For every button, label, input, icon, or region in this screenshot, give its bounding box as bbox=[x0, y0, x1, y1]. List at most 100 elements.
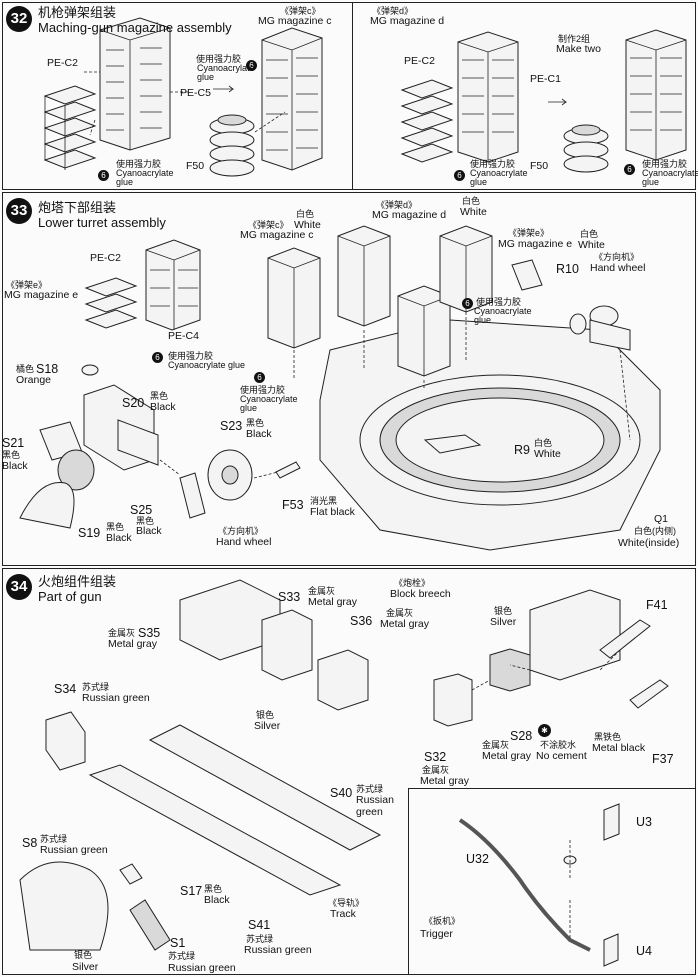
step32-pe-c2-label: PE-C2 bbox=[47, 57, 78, 69]
step34-s34-color-en: Russian green bbox=[82, 692, 150, 704]
step34-title-en: Part of gun bbox=[38, 589, 102, 604]
step33-mag-e2-white-cn: 白色 bbox=[580, 229, 599, 239]
step34-s1-label: S1 bbox=[170, 936, 186, 950]
step32-right-glue1-en1: Cyanoacrylate bbox=[470, 168, 528, 178]
step33-mag-d-en: MG magazine d bbox=[372, 209, 447, 221]
step33-s21-label: S21 bbox=[2, 436, 25, 450]
step33-mag-e2-en: MG magazine e bbox=[498, 238, 573, 250]
step32-right-glue2-en1: Cyanoacrylate bbox=[642, 168, 698, 178]
step33-q1-color-en: White(inside) bbox=[618, 537, 680, 549]
magazine-c-assembled bbox=[261, 27, 323, 171]
glue-icon: 6 bbox=[98, 170, 109, 181]
step33-s18-label: S18 bbox=[36, 362, 59, 376]
step34-s34-color-cn: 苏式绿 bbox=[82, 682, 110, 692]
step34-track-cn: 《导轨》 bbox=[328, 898, 365, 908]
step33-s25-color-cn: 黑色 bbox=[136, 516, 155, 526]
step33-s19-color-en: Black bbox=[106, 532, 132, 544]
step33-s23-color-en: Black bbox=[246, 428, 272, 440]
step34-s41-label: S41 bbox=[248, 918, 271, 932]
step34-s1-silver-cn: 银色 bbox=[74, 950, 93, 960]
step34-metal-black-en: Metal black bbox=[592, 742, 646, 754]
step33-frame bbox=[2, 192, 696, 566]
step34-f37-label: F37 bbox=[652, 752, 674, 766]
step32-right-f50-label: F50 bbox=[530, 160, 549, 172]
step34-s40-color-en1: Russian bbox=[356, 794, 394, 806]
step33-glue-c-en2: glue bbox=[240, 403, 258, 413]
step34-breech-color-cn: 金属灰 bbox=[386, 608, 414, 618]
step34-breech-cn: 《炮栓》 bbox=[394, 578, 431, 588]
hand-wheel-r10 bbox=[511, 259, 631, 351]
step34-no-cement-en: No cement bbox=[536, 750, 587, 762]
step32-mag-c-en: MG magazine c bbox=[258, 15, 332, 27]
f50-drums-right bbox=[563, 124, 609, 173]
step33-mag-d-white-cn: 白色 bbox=[462, 196, 481, 206]
step32-mag-d-cn: 《弹架d》 bbox=[372, 6, 414, 16]
step33-f53-color-en: Flat black bbox=[310, 506, 355, 518]
step34-s41-color-cn: 苏式绿 bbox=[246, 934, 274, 944]
step32-glue1-cn: 使用强力胶 bbox=[196, 54, 242, 64]
step33-f53-label: F53 bbox=[282, 498, 304, 512]
glue-icon: 6 bbox=[454, 170, 465, 181]
step33-title-en: Lower turret assembly bbox=[38, 215, 166, 230]
magazine-c-frame-left bbox=[99, 17, 171, 151]
step33-q1-color-cn: 白色(内侧) bbox=[634, 526, 676, 536]
step32-mag-d-en: MG magazine d bbox=[370, 15, 445, 27]
step32-glue2-en2: glue bbox=[116, 177, 134, 187]
step34-u32-label: U32 bbox=[466, 852, 489, 866]
arrow-left-32 bbox=[213, 85, 235, 93]
trigger-u32 bbox=[458, 803, 620, 967]
step32-right-glue2-cn: 使用强力胶 bbox=[642, 159, 688, 169]
step33-mag-c-white-cn: 白色 bbox=[296, 209, 315, 219]
step33-glue-c-cn: 使用强力胶 bbox=[240, 385, 286, 395]
magazine-d-assembled bbox=[625, 29, 687, 161]
step34-track-en: Track bbox=[330, 908, 356, 920]
step34-s36-label: S36 bbox=[350, 614, 373, 628]
step34-s36-silver-en: Silver bbox=[254, 720, 281, 732]
glue-icon: 6 bbox=[624, 164, 635, 175]
step32-title-en: Maching-gun magazine assembly bbox=[38, 20, 232, 35]
f50-drums-left bbox=[209, 114, 255, 177]
step34-s17-label: S17 bbox=[180, 884, 203, 898]
step33-s20-color-en: Black bbox=[150, 401, 176, 413]
step33-mag-e-cn: 《弹架e》 bbox=[6, 280, 48, 290]
step33-s20-color-cn: 黑色 bbox=[150, 391, 169, 401]
breech-part-r9 bbox=[423, 434, 482, 454]
step34-s1-silver-en: Silver bbox=[72, 961, 99, 973]
step33-title-cn: 炮塔下部组装 bbox=[38, 200, 117, 215]
step32-f50-label: F50 bbox=[186, 160, 205, 172]
step34-title-cn: 火炮组件组装 bbox=[38, 574, 117, 589]
step33-mag-d-white-en: White bbox=[460, 206, 487, 218]
step32-pe-c5-label: PE-C5 bbox=[180, 87, 211, 99]
step34-metal-black-cn: 黑铁色 bbox=[594, 732, 622, 742]
no-cement-icon: ✱ bbox=[538, 724, 551, 737]
pe-c2-stack-right bbox=[400, 79, 454, 163]
gun-cradle-s35 bbox=[179, 579, 369, 711]
step34-trigger-cn: 《扳机》 bbox=[424, 916, 461, 926]
step33-glue-a-cn: 使用强力胶 bbox=[168, 351, 214, 361]
glue-icon: 6 bbox=[254, 372, 265, 383]
step33-glue-b-en2: glue bbox=[474, 315, 492, 325]
step34-s40-color-en2: green bbox=[356, 806, 383, 818]
step33-s19-label: S19 bbox=[78, 526, 101, 540]
step33-mag-c-en: MG magazine c bbox=[240, 229, 314, 241]
step33-s25-color-en: Black bbox=[136, 525, 162, 537]
step34-s8-label: S8 bbox=[22, 836, 38, 850]
step33-number: 33 bbox=[6, 198, 32, 224]
step33-r9-color-cn: 白色 bbox=[534, 438, 553, 448]
step33-s25-label: S25 bbox=[130, 503, 153, 517]
step34-s32-color-cn: 金属灰 bbox=[422, 765, 450, 775]
step34-s32-label: S32 bbox=[424, 750, 447, 764]
step33-s21-color-en: Black bbox=[2, 460, 28, 472]
step32-make-two-en: Make two bbox=[556, 43, 601, 55]
step33-mag-d-cn: 《弹架d》 bbox=[376, 200, 418, 210]
step33-glue-b-en1: Cyanoacrylate bbox=[474, 306, 532, 316]
step34-s40-label: S40 bbox=[330, 786, 353, 800]
step33-r10-label: R10 bbox=[556, 262, 579, 276]
step32-right-pe-c2-label: PE-C2 bbox=[404, 55, 435, 67]
step33-q1-label: Q1 bbox=[654, 513, 669, 525]
magazines-upper bbox=[267, 225, 493, 377]
trigger-inset-frame bbox=[408, 788, 696, 975]
step33-pe-c2-label: PE-C2 bbox=[90, 252, 121, 264]
step34-s35-color-cn: 金属灰 bbox=[108, 628, 136, 638]
